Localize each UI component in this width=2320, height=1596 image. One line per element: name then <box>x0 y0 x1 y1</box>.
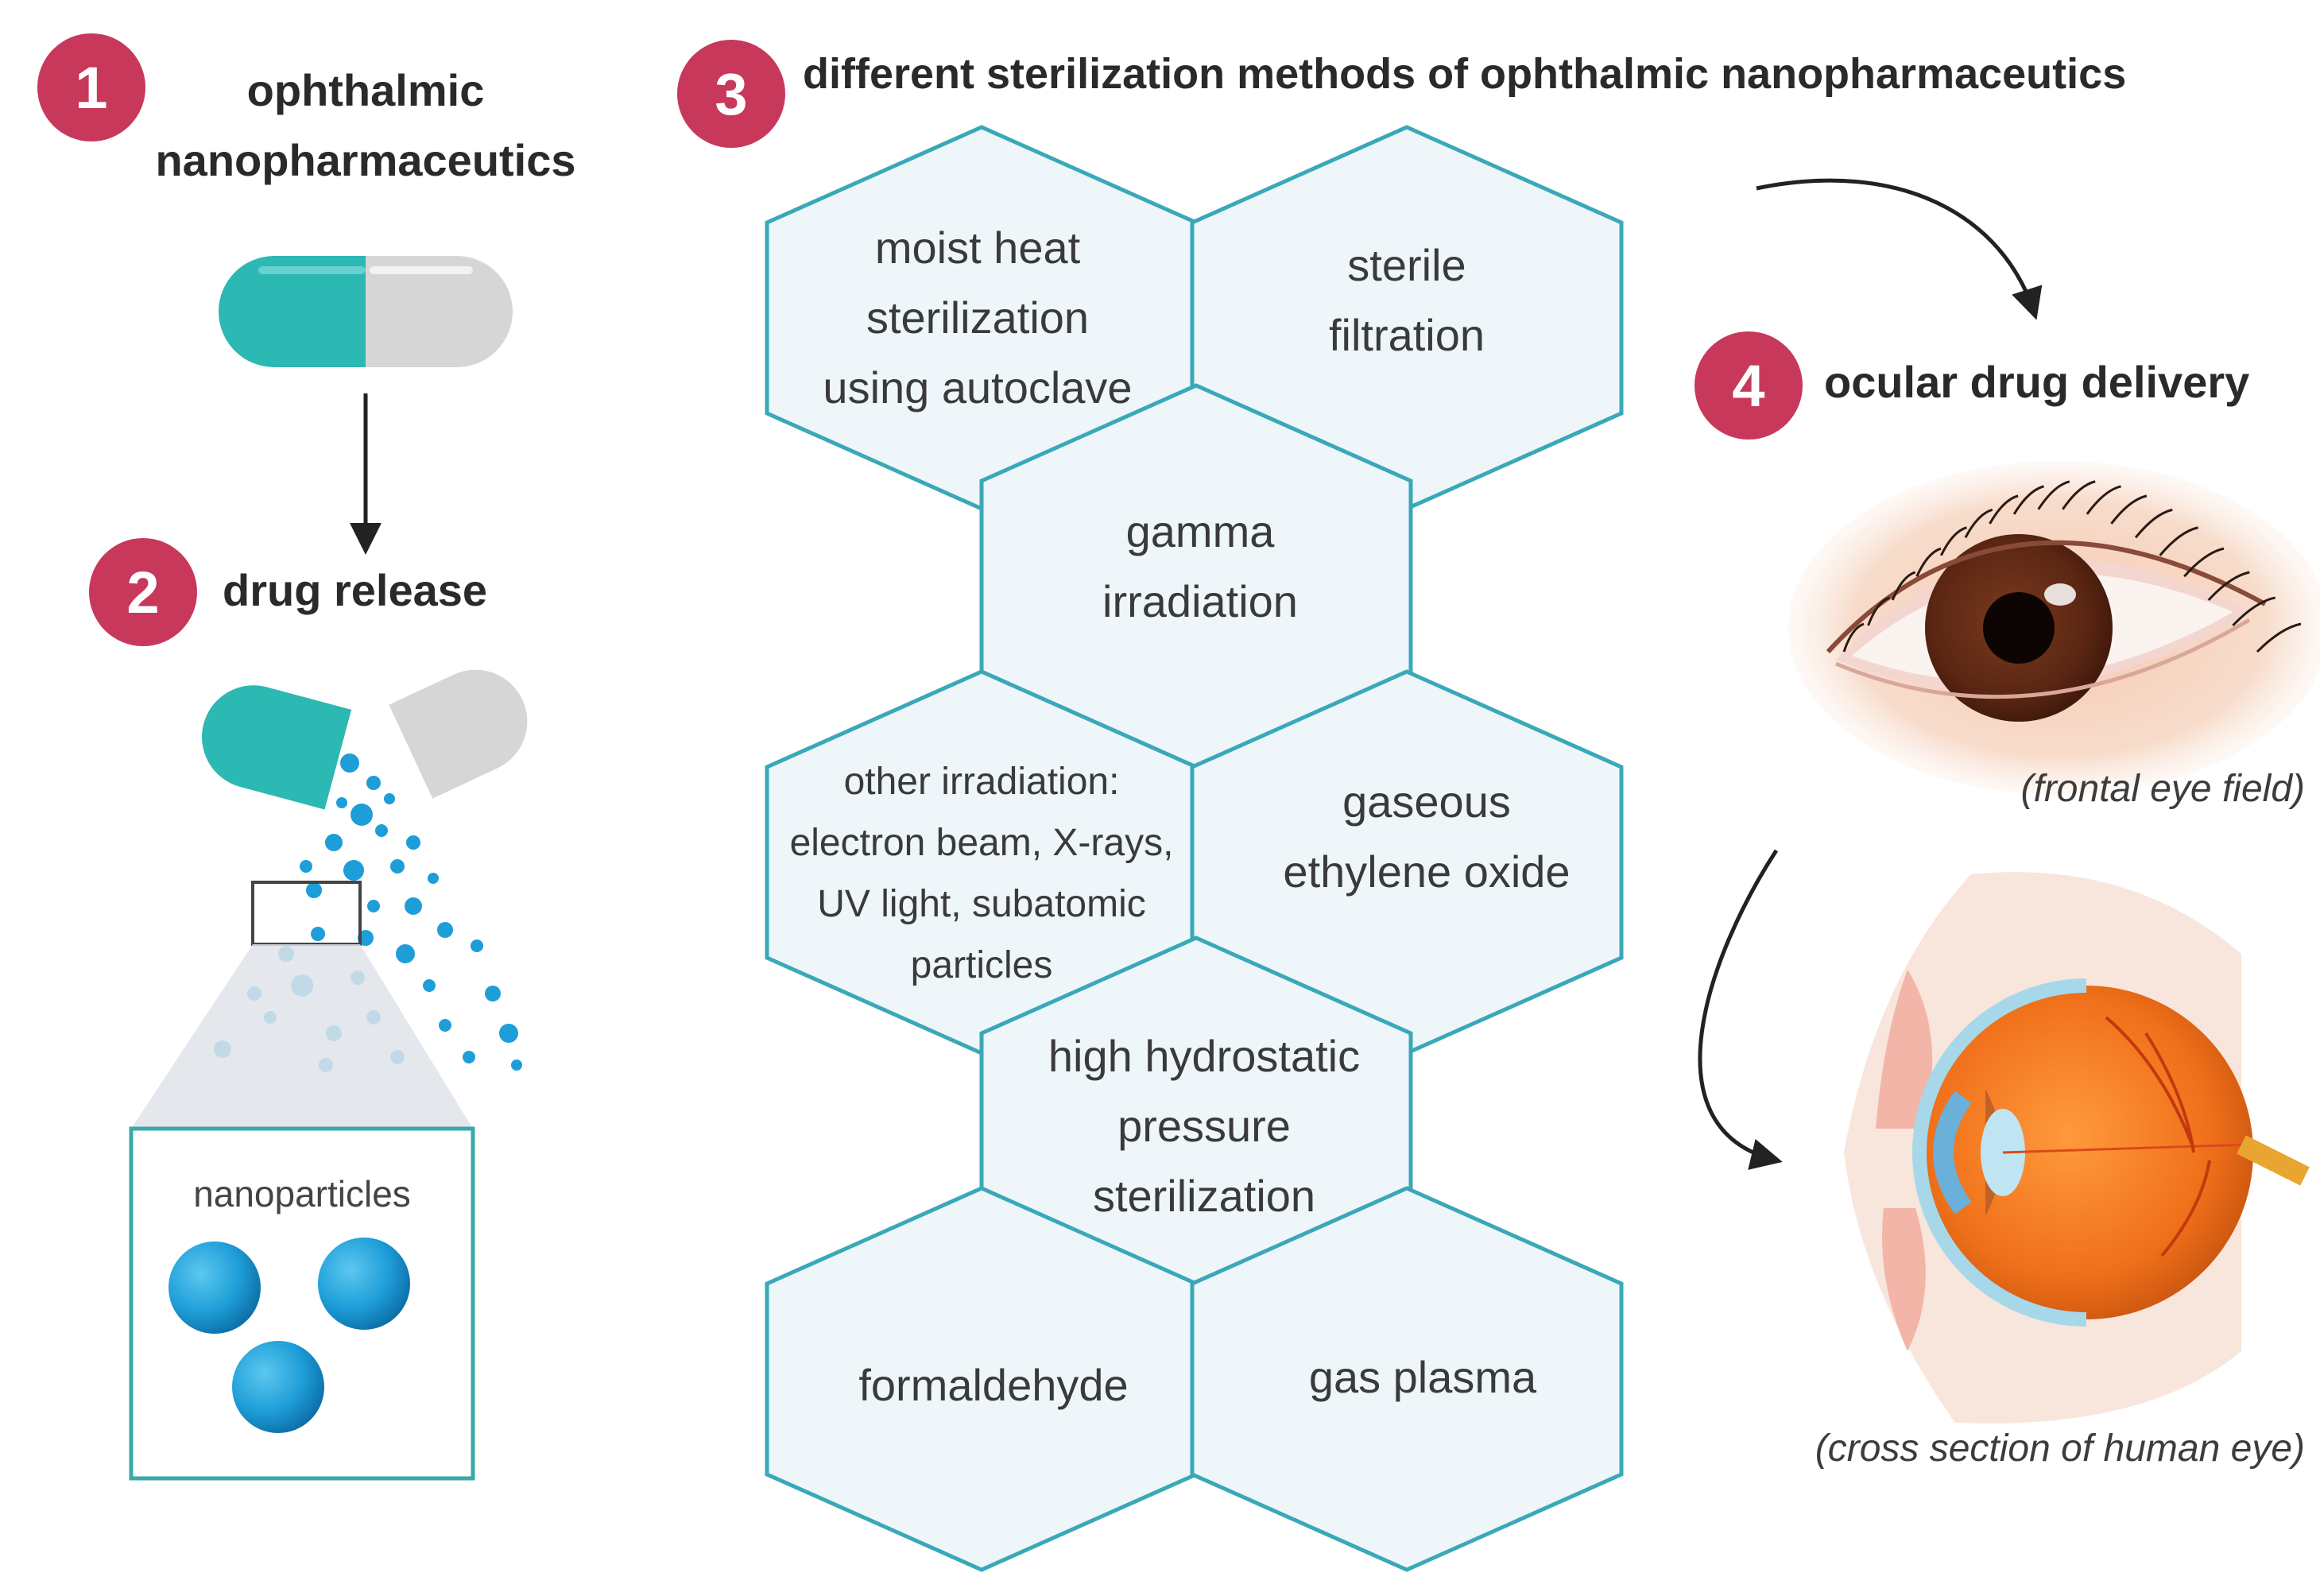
method-moist-heat: moist heat sterilization using autoclave <box>823 223 1133 413</box>
nanoparticle-dot <box>311 927 325 941</box>
hex-gas-plasma <box>1190 1186 1624 1572</box>
nanoparticle-dot <box>471 939 483 952</box>
step1-badge-circle <box>37 33 145 141</box>
caption-cross-section: (cross section of human eye) <box>1815 1427 2305 1470</box>
nanoparticle-sphere <box>168 1242 261 1334</box>
nanoparticle-dot <box>343 860 364 881</box>
nanoparticle-dot <box>463 1051 475 1063</box>
nanoparticle-dot <box>325 834 343 851</box>
nanoparticle-dot <box>485 986 501 1001</box>
step4-title: ocular drug delivery <box>1824 357 2250 407</box>
method-sterile-filtration: sterile filtration <box>1328 240 1485 360</box>
step4-badge-circle <box>1694 331 1803 440</box>
nanoparticle-dot <box>336 797 347 808</box>
nanoparticle-sphere <box>318 1238 410 1330</box>
nanoparticle-sphere <box>232 1341 324 1433</box>
method-ethylene-oxide: gaseous ethylene oxide <box>1283 777 1571 897</box>
method-gas-plasma: gas plasma <box>1308 1352 1537 1402</box>
step1-number: 1 <box>75 55 108 121</box>
nanoparticle-dot <box>396 944 415 963</box>
nanoparticle-dot <box>390 859 405 874</box>
step4-badge <box>1694 331 1803 440</box>
cross-section-eye-illustration <box>1844 872 2310 1424</box>
nanoparticles-label: nanoparticles <box>193 1173 411 1214</box>
method-formaldehyde: formaldehyde <box>858 1360 1129 1410</box>
step2-badge-circle <box>89 538 197 646</box>
nanoparticle-dot <box>367 900 380 912</box>
nanoparticle-dot <box>428 873 439 884</box>
open-capsule-icon <box>202 669 528 810</box>
nanoparticle-dot <box>351 804 373 826</box>
nanoparticle-dot <box>406 835 420 850</box>
step2-title: drug release <box>223 565 488 615</box>
nanoparticle-dot <box>437 922 453 938</box>
nanoparticle-dot <box>499 1024 518 1043</box>
curved-arrow-to-delivery <box>1756 178 2043 320</box>
step1-title: ophthalmic nanopharmaceutics <box>155 65 576 185</box>
nanoparticle-dot <box>511 1059 522 1071</box>
nanoparticle-dot <box>300 860 312 873</box>
method-other-irradiation: other irradiation: electron beam, X-rays… <box>789 761 1174 986</box>
frontal-eye-illustration <box>1788 461 2320 795</box>
sterilization-methods-grid <box>765 125 1624 1572</box>
nanoparticle-dot <box>405 897 422 915</box>
zoom-funnel <box>131 944 473 1129</box>
curved-arrow-to-cross-section <box>1698 849 1783 1170</box>
caption-frontal-eye: (frontal eye field) <box>2020 768 2306 810</box>
nanoparticle-dot <box>306 882 322 898</box>
step3-badge <box>677 40 785 148</box>
step3-number: 3 <box>715 61 748 127</box>
step4-number: 4 <box>1732 353 1765 419</box>
method-high-hydrostatic-pressure: high hydrostatic pressure sterilization <box>1048 1031 1361 1221</box>
step2-number: 2 <box>126 560 160 626</box>
nanoparticle-dot <box>384 793 395 804</box>
step1-badge <box>37 33 145 141</box>
method-gamma-irradiation: gamma irradiation <box>1102 506 1298 626</box>
step3-badge-circle <box>677 40 785 148</box>
nanoparticle-dot <box>423 979 436 992</box>
eyelash-lines <box>1842 480 2302 653</box>
nanoparticle-dot <box>340 753 359 773</box>
nanoparticle-dot <box>375 824 388 837</box>
capsule-icon <box>219 256 513 367</box>
step2-badge <box>89 538 197 646</box>
nanoparticle-dot <box>366 776 381 790</box>
nanoparticle-dot <box>439 1019 451 1032</box>
step3-title: different sterilization methods of ophth… <box>803 50 2127 98</box>
